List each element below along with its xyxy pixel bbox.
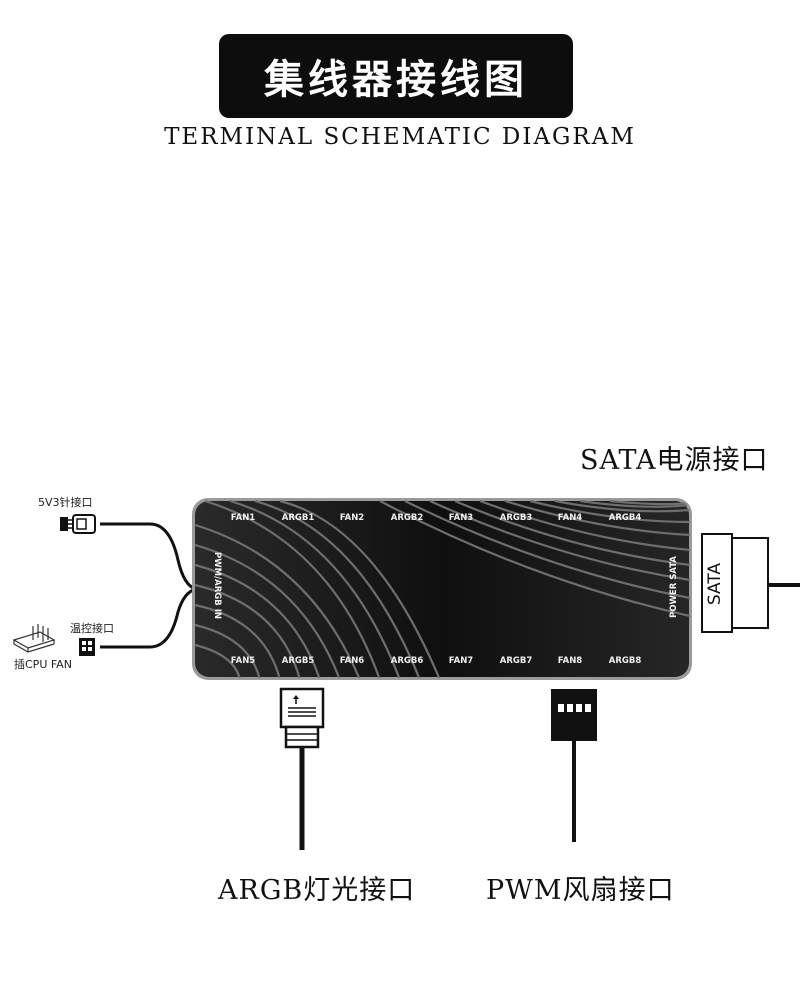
port-label: FAN5 bbox=[230, 656, 256, 666]
hub-input-label: PWM/ARGB IN bbox=[212, 552, 222, 619]
pwm-connector bbox=[551, 689, 597, 842]
hub-power-label: POWER SATA bbox=[669, 556, 679, 618]
port-label: FAN6 bbox=[339, 656, 365, 666]
5v3pin-label: 5V3针接口 bbox=[38, 496, 93, 509]
pwm-port-label: PWM风扇接口 bbox=[486, 875, 675, 906]
title-banner: 集线器接线图 bbox=[219, 34, 573, 118]
temp-control-label: 温控接口 bbox=[70, 622, 114, 635]
y-splitter-cable bbox=[100, 522, 197, 649]
argb-connector bbox=[279, 687, 325, 850]
port-label: FAN1 bbox=[230, 513, 256, 523]
page-subtitle: TERMINAL SCHEMATIC DIAGRAM bbox=[164, 124, 636, 150]
port-label: ARGB4 bbox=[608, 513, 642, 523]
port-label: ARGB3 bbox=[499, 513, 533, 523]
port-label: ARGB2 bbox=[390, 513, 424, 523]
port-label: FAN8 bbox=[557, 656, 583, 666]
port-label: ARGB7 bbox=[499, 656, 533, 666]
hub-body bbox=[192, 498, 692, 680]
temp-control-connector-icon bbox=[79, 638, 95, 656]
port-label: ARGB8 bbox=[608, 656, 642, 666]
port-label: FAN4 bbox=[557, 513, 583, 523]
port-label: ARGB5 bbox=[281, 656, 315, 666]
port-label: FAN2 bbox=[339, 513, 365, 523]
port-label: FAN7 bbox=[448, 656, 474, 666]
page-title: 集线器接线图 bbox=[264, 57, 528, 103]
argb-port-label: ARGB灯光接口 bbox=[218, 875, 416, 906]
port-label: ARGB1 bbox=[281, 513, 315, 523]
port-label: FAN3 bbox=[448, 513, 474, 523]
sata-connector-label: SATA bbox=[705, 562, 726, 606]
cpu-fan-header-icon bbox=[12, 624, 56, 653]
port-label: ARGB6 bbox=[390, 656, 424, 666]
cpu-fan-label: 插CPU FAN bbox=[14, 658, 72, 671]
sata-connector bbox=[701, 533, 800, 633]
sata-power-label: SATA电源接口 bbox=[580, 445, 769, 476]
3pin-plug-icon bbox=[60, 514, 96, 534]
